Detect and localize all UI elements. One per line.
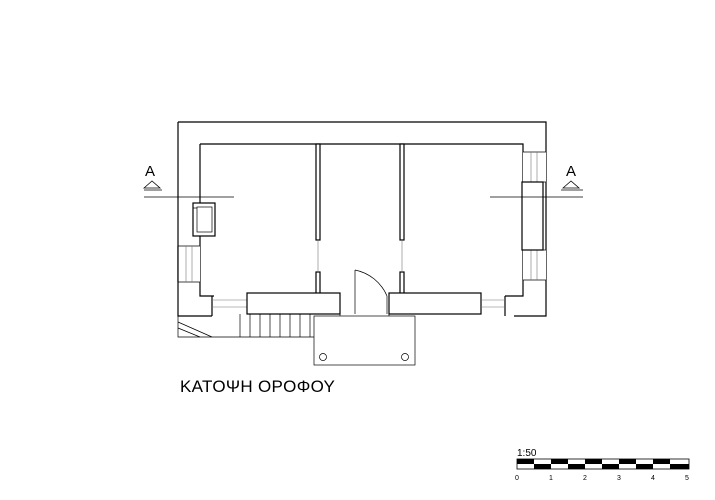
interior-partitions [315, 143, 405, 297]
section-mark-right: A [490, 163, 583, 198]
stairs [177, 314, 314, 338]
section-label-left: A [145, 163, 155, 180]
door-swing [354, 269, 388, 314]
scale-label: 1:50 [517, 448, 537, 459]
scale-tick-5: 5 [685, 475, 689, 482]
bottom-wall-segments [212, 292, 505, 316]
exterior-walls [177, 121, 547, 317]
section-mark-left: A [142, 163, 234, 198]
section-label-right: A [566, 163, 576, 180]
window-left-wall [177, 245, 200, 283]
scale-tick-4: 4 [651, 475, 655, 482]
window-right-wall [521, 151, 546, 281]
balcony [313, 315, 416, 366]
scale-tick-1: 1 [549, 475, 553, 482]
scale-tick-0: 0 [515, 475, 519, 482]
scale-bar: 1:50 0 1 2 3 4 5 [515, 448, 690, 482]
stove-element [192, 202, 216, 237]
plan-title: ΚΑΤΟΨΗ ΟΡΟΦΟΥ [180, 377, 335, 396]
scale-tick-3: 3 [617, 475, 621, 482]
scale-tick-2: 2 [583, 475, 587, 482]
